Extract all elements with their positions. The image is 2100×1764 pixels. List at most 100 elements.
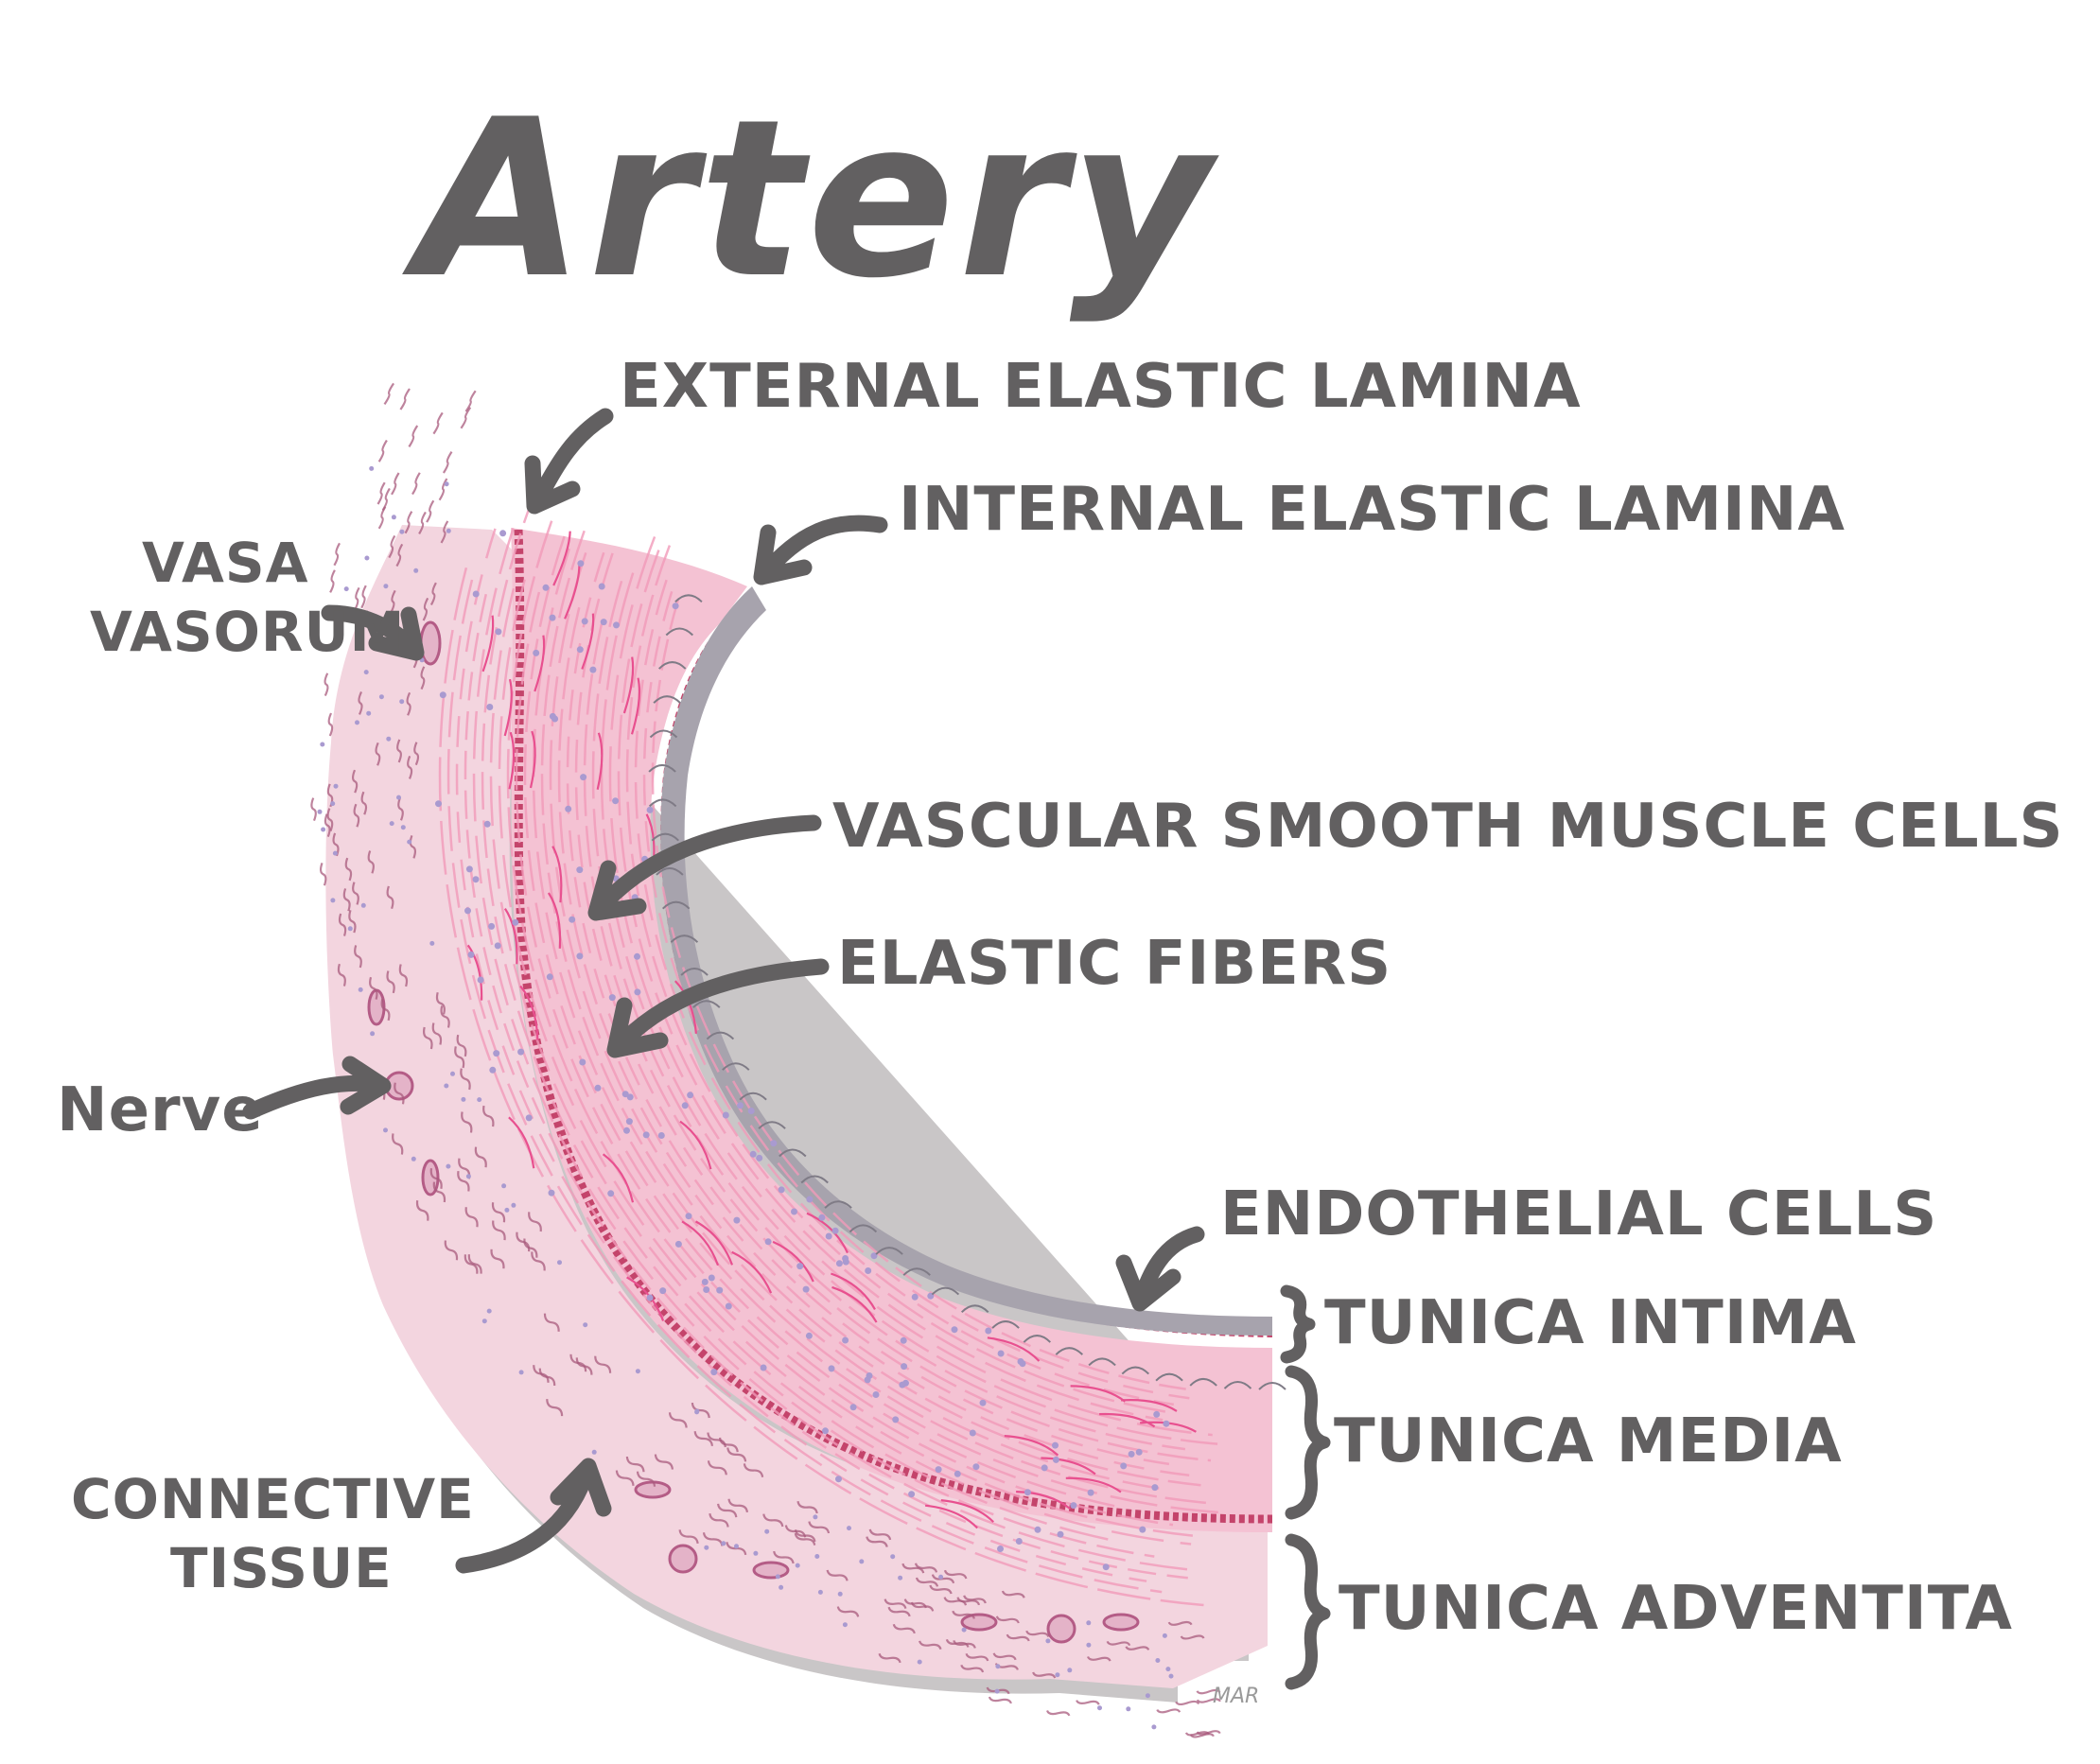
muscle-cell-nucleus (899, 1381, 906, 1388)
endothelial-cell (657, 661, 687, 670)
adventitia-nucleus (481, 1319, 487, 1324)
adventitia-nucleus (407, 839, 412, 845)
muscle-cell-nucleus (1057, 1530, 1064, 1538)
muscle-cell-nucleus (805, 1332, 813, 1339)
muscle-cell-nucleus (576, 646, 584, 654)
muscle-cell-nucleus (607, 1190, 615, 1197)
muscle-cell-nucleus (659, 1287, 667, 1295)
muscle-cell-nucleus (495, 628, 502, 636)
adventitia-nucleus (814, 1554, 820, 1559)
elastic-fiber (551, 846, 563, 903)
smooth-muscle-fiber (455, 528, 1147, 1582)
collagen-strand (1180, 1634, 1205, 1640)
muscle-cell-nucleus (1102, 1563, 1110, 1571)
adventitia-nucleus (1067, 1668, 1073, 1673)
collagen-strand (1106, 1640, 1131, 1647)
muscle-cell-nucleus (872, 1391, 880, 1398)
muscle-cell-nucleus (1139, 1526, 1146, 1533)
muscle-cell-nucleus (1128, 1450, 1135, 1458)
adventitia-vessel (960, 1613, 998, 1632)
label-internal-elastic-lamina: INTERNAL ELASTIC LAMINA (899, 475, 1846, 545)
endothelial-cell (849, 1224, 878, 1233)
muscle-cell-nucleus (525, 1114, 533, 1122)
muscle-cell-nucleus (646, 1294, 654, 1301)
endothelial-cell (706, 1031, 735, 1040)
endothelial-cell (1055, 1347, 1084, 1355)
muscle-cell-nucleus (589, 666, 597, 673)
collagen-strand (457, 1170, 470, 1192)
collagen-strand (963, 1595, 987, 1604)
collagen-strand (702, 1532, 724, 1546)
adventitia-nucleus (389, 821, 394, 827)
smooth-muscle-fiber (617, 550, 1164, 1422)
collagen-strand (431, 1022, 443, 1045)
smooth-muscle-fiber (438, 567, 1204, 1607)
endothelial-cell (649, 729, 678, 739)
adventitia-nucleus (917, 1659, 922, 1665)
collagen-strand (1125, 1646, 1150, 1650)
muscle-cell-nucleus (1163, 1420, 1170, 1427)
adventitia-nucleus (391, 515, 396, 520)
smooth-muscle-fiber (651, 599, 1186, 1390)
muscle-cell-nucleus (598, 583, 605, 590)
adventitia-nucleus (320, 742, 325, 747)
muscle-cell-nucleus (1024, 1489, 1031, 1496)
muscle-cell-nucleus (791, 1208, 797, 1215)
label-elastic-fibers: ELASTIC FIBERS (837, 929, 1391, 999)
collagen-strand (1196, 1688, 1221, 1695)
collagen-strand (528, 1212, 542, 1232)
brace-tunica-intima (1280, 1284, 1316, 1364)
adventitia-nucleus (330, 898, 336, 903)
muscle-cell-nucleus (749, 1150, 757, 1158)
muscle-cell-nucleus (493, 1050, 500, 1057)
adventitia-nucleus (446, 528, 451, 533)
muscle-cell-nucleus (579, 1058, 586, 1066)
elastic-fiber (831, 1272, 876, 1310)
adventitia-nucleus (477, 1097, 482, 1103)
adventitia-vessel (634, 1480, 672, 1499)
collagen-strand (354, 586, 360, 611)
smooth-muscle-fiber (515, 591, 1174, 1527)
collagen-strand (678, 1529, 699, 1545)
endothelial-cell (824, 1200, 852, 1209)
collagen-strand (575, 1357, 593, 1375)
brace-tunica-media (1285, 1365, 1331, 1520)
collagen-strand (668, 1412, 688, 1428)
muscle-cell-nucleus (621, 1091, 629, 1098)
muscle-cell-nucleus (472, 876, 480, 883)
collagen-strand (727, 1498, 748, 1513)
collagen-strand (709, 1512, 729, 1528)
muscle-cell-nucleus (600, 619, 607, 626)
elastic-fiber (1121, 1398, 1178, 1412)
muscle-cell-nucleus (1017, 1358, 1024, 1365)
collagen-strand (383, 382, 395, 406)
muscle-cell-nucleus (613, 621, 620, 629)
adventitia-nucleus (413, 568, 419, 573)
endothelial-cell (648, 798, 677, 808)
adventitia-nucleus (347, 926, 353, 932)
endothelial-cell (651, 832, 680, 842)
adventitia-nucleus (995, 1664, 1001, 1669)
collagen-strand (625, 1456, 645, 1473)
smooth-muscle-fiber (540, 530, 1212, 1505)
arrow-internal-elastic-lamina (753, 515, 888, 585)
elastic-fiber (772, 1240, 814, 1283)
muscle-cell-nucleus (892, 1416, 900, 1423)
muscle-cell-nucleus (542, 584, 550, 591)
collagen-strand (474, 1146, 487, 1168)
collagen-strand (693, 1431, 713, 1446)
collagen-strand (360, 585, 367, 609)
collagen-strand (386, 885, 394, 910)
collagen-strand (992, 1652, 1017, 1661)
collagen-strand (426, 499, 435, 523)
collagen-strand (333, 542, 341, 567)
muscle-cell-nucleus (657, 1132, 665, 1139)
muscle-cell-nucleus (866, 1372, 873, 1379)
elastic-fiber (1004, 1435, 1059, 1457)
endothelial-cell (1189, 1377, 1217, 1387)
collagen-strand (884, 1598, 907, 1609)
muscle-cell-nucleus (770, 1140, 778, 1147)
muscle-cell-nucleus (625, 1118, 633, 1126)
arrow-external-elastic-lamina (524, 408, 614, 515)
muscle-cell-nucleus (483, 820, 491, 828)
